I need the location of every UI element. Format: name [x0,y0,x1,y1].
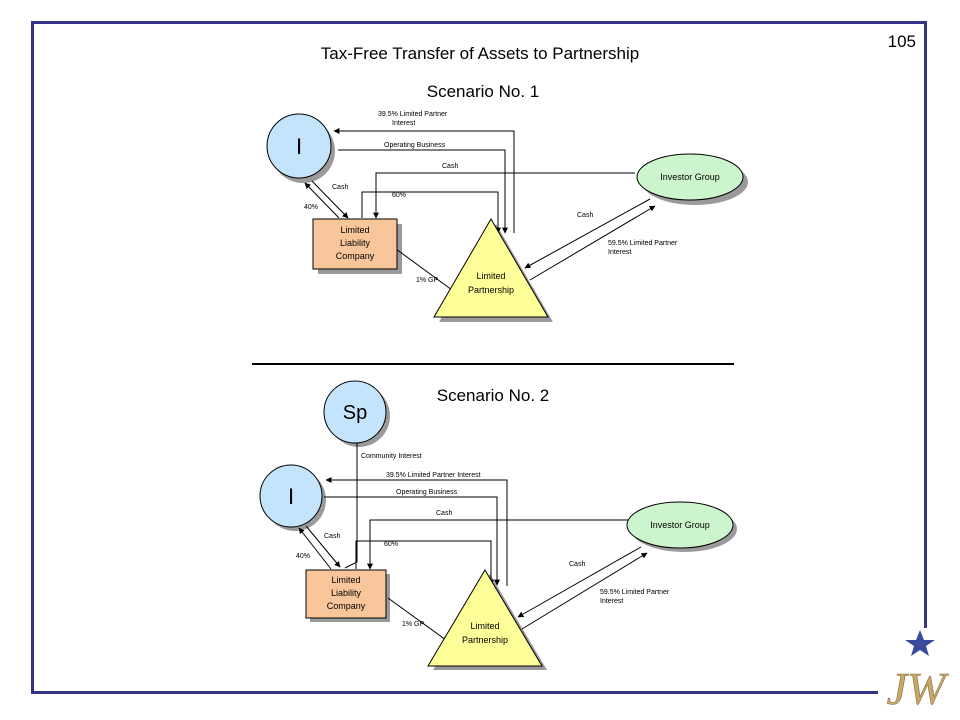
s2-label-cash-left: Cash [324,533,340,540]
s2-label-595-line1: 59.5% Limited Partner [600,589,670,596]
s1-lp-interest-arrow [333,128,515,233]
logo-mark: JW [886,630,949,714]
scenario-2: Scenario No. 2 Sp I Lim [259,380,737,670]
s1-lp-line2: Partnership [468,285,514,295]
logo-text: JW [887,663,949,714]
s1-label-cash-left: Cash [332,184,348,191]
s1-cash-ig-to-lp [524,198,651,269]
s1-label-40pct: 40% [304,204,318,211]
s2-llc-line1: Limited [331,575,360,585]
s2-limited-partnership-node: Limited Partnership [427,569,543,667]
s2-label-60pct: 60% [384,541,398,548]
s2-llc-line2: Liability [331,588,362,598]
slide-frame [31,21,927,694]
s2-cash-arrow [367,519,628,570]
s2-label-cash-top: Cash [436,510,452,517]
scenario-1-connectors [304,128,656,291]
scenario-1-heading: Scenario No. 1 [427,82,539,101]
s1-individual-node: I [266,113,332,179]
s1-cash-arrow [373,172,635,219]
s2-label-gp: 1% GP [402,621,425,628]
s1-lp-line1: Limited [476,271,505,281]
s1-label-595-line1: 59.5% Limited Partner [608,240,678,247]
s2-label-cash-right: Cash [569,561,585,568]
jw-logo: JW [878,628,954,718]
s2-lp-line1: Limited [470,621,499,631]
page-number: 105 [887,32,916,51]
s2-llc-line3: Company [327,601,366,611]
s2-operating-business-arrow [324,496,500,586]
s2-investor-group-label: Investor Group [650,520,710,530]
s1-label-60pct: 60% [392,192,406,199]
s2-40pct-llc-to-i [298,527,332,570]
s2-investor-group-node: Investor Group [626,501,734,549]
s2-595-lp-to-ig [521,552,648,630]
s1-label-395-line2: Interest [392,120,415,127]
s2-cash-i-to-llc [305,525,341,568]
s1-label-operating-business: Operating Business [384,142,446,149]
s2-label-community-interest: Community Interest [361,453,422,460]
s1-limited-partnership-node: Limited Partnership [433,218,549,318]
s1-llc-line2: Liability [340,238,371,248]
scenario-1: Scenario No. 1 I Limited Liability C [266,82,748,322]
s2-llc-node: Limited Liability Company [305,569,387,619]
s2-gp-line [387,597,447,641]
s1-investor-group-node: Investor Group [636,153,744,201]
s2-spouse-label: Sp [343,402,367,424]
s2-individual-label: I [288,484,294,509]
slide-title: Tax-Free Transfer of Assets to Partnersh… [320,44,640,63]
s1-60pct-arrow [361,191,501,234]
star-icon [905,630,935,656]
s2-label-395: 39.5% Limited Partner Interest [386,472,481,479]
s1-label-cash-top: Cash [442,163,458,170]
s2-cash-ig-to-lp [517,546,642,618]
s2-lp-interest-arrow [325,477,508,586]
s2-label-595-line2: Interest [600,598,623,605]
s1-llc-line3: Company [336,251,375,261]
s1-investor-group-label: Investor Group [660,172,720,182]
s1-cash-i-to-llc [311,180,349,219]
s1-individual-label: I [296,134,302,159]
s2-individual-node: I [259,464,323,528]
scenario-2-heading: Scenario No. 2 [437,386,549,405]
s1-llc-line1: Limited [340,225,369,235]
s1-595-lp-to-ig [529,205,656,281]
scenario-2-connectors [298,443,648,641]
s1-operating-business-arrow [338,149,508,234]
s2-lp-line2: Partnership [462,635,508,645]
s1-40pct-llc-to-i [304,182,340,219]
s2-community-interest-line [344,443,358,569]
s2-spouse-node: Sp [323,380,387,444]
s2-60pct-arrow [355,540,494,586]
s2-label-operating-business: Operating Business [396,489,458,496]
s1-label-395-line1: 39.5% Limited Partner [378,111,448,118]
s1-label-gp: 1% GP [416,277,439,284]
s1-label-595-line2: Interest [608,249,631,256]
s1-llc-node: Limited Liability Company [312,218,398,270]
s1-label-cash-right: Cash [577,212,593,219]
s1-gp-line [395,248,453,291]
s2-label-40pct: 40% [296,553,310,560]
